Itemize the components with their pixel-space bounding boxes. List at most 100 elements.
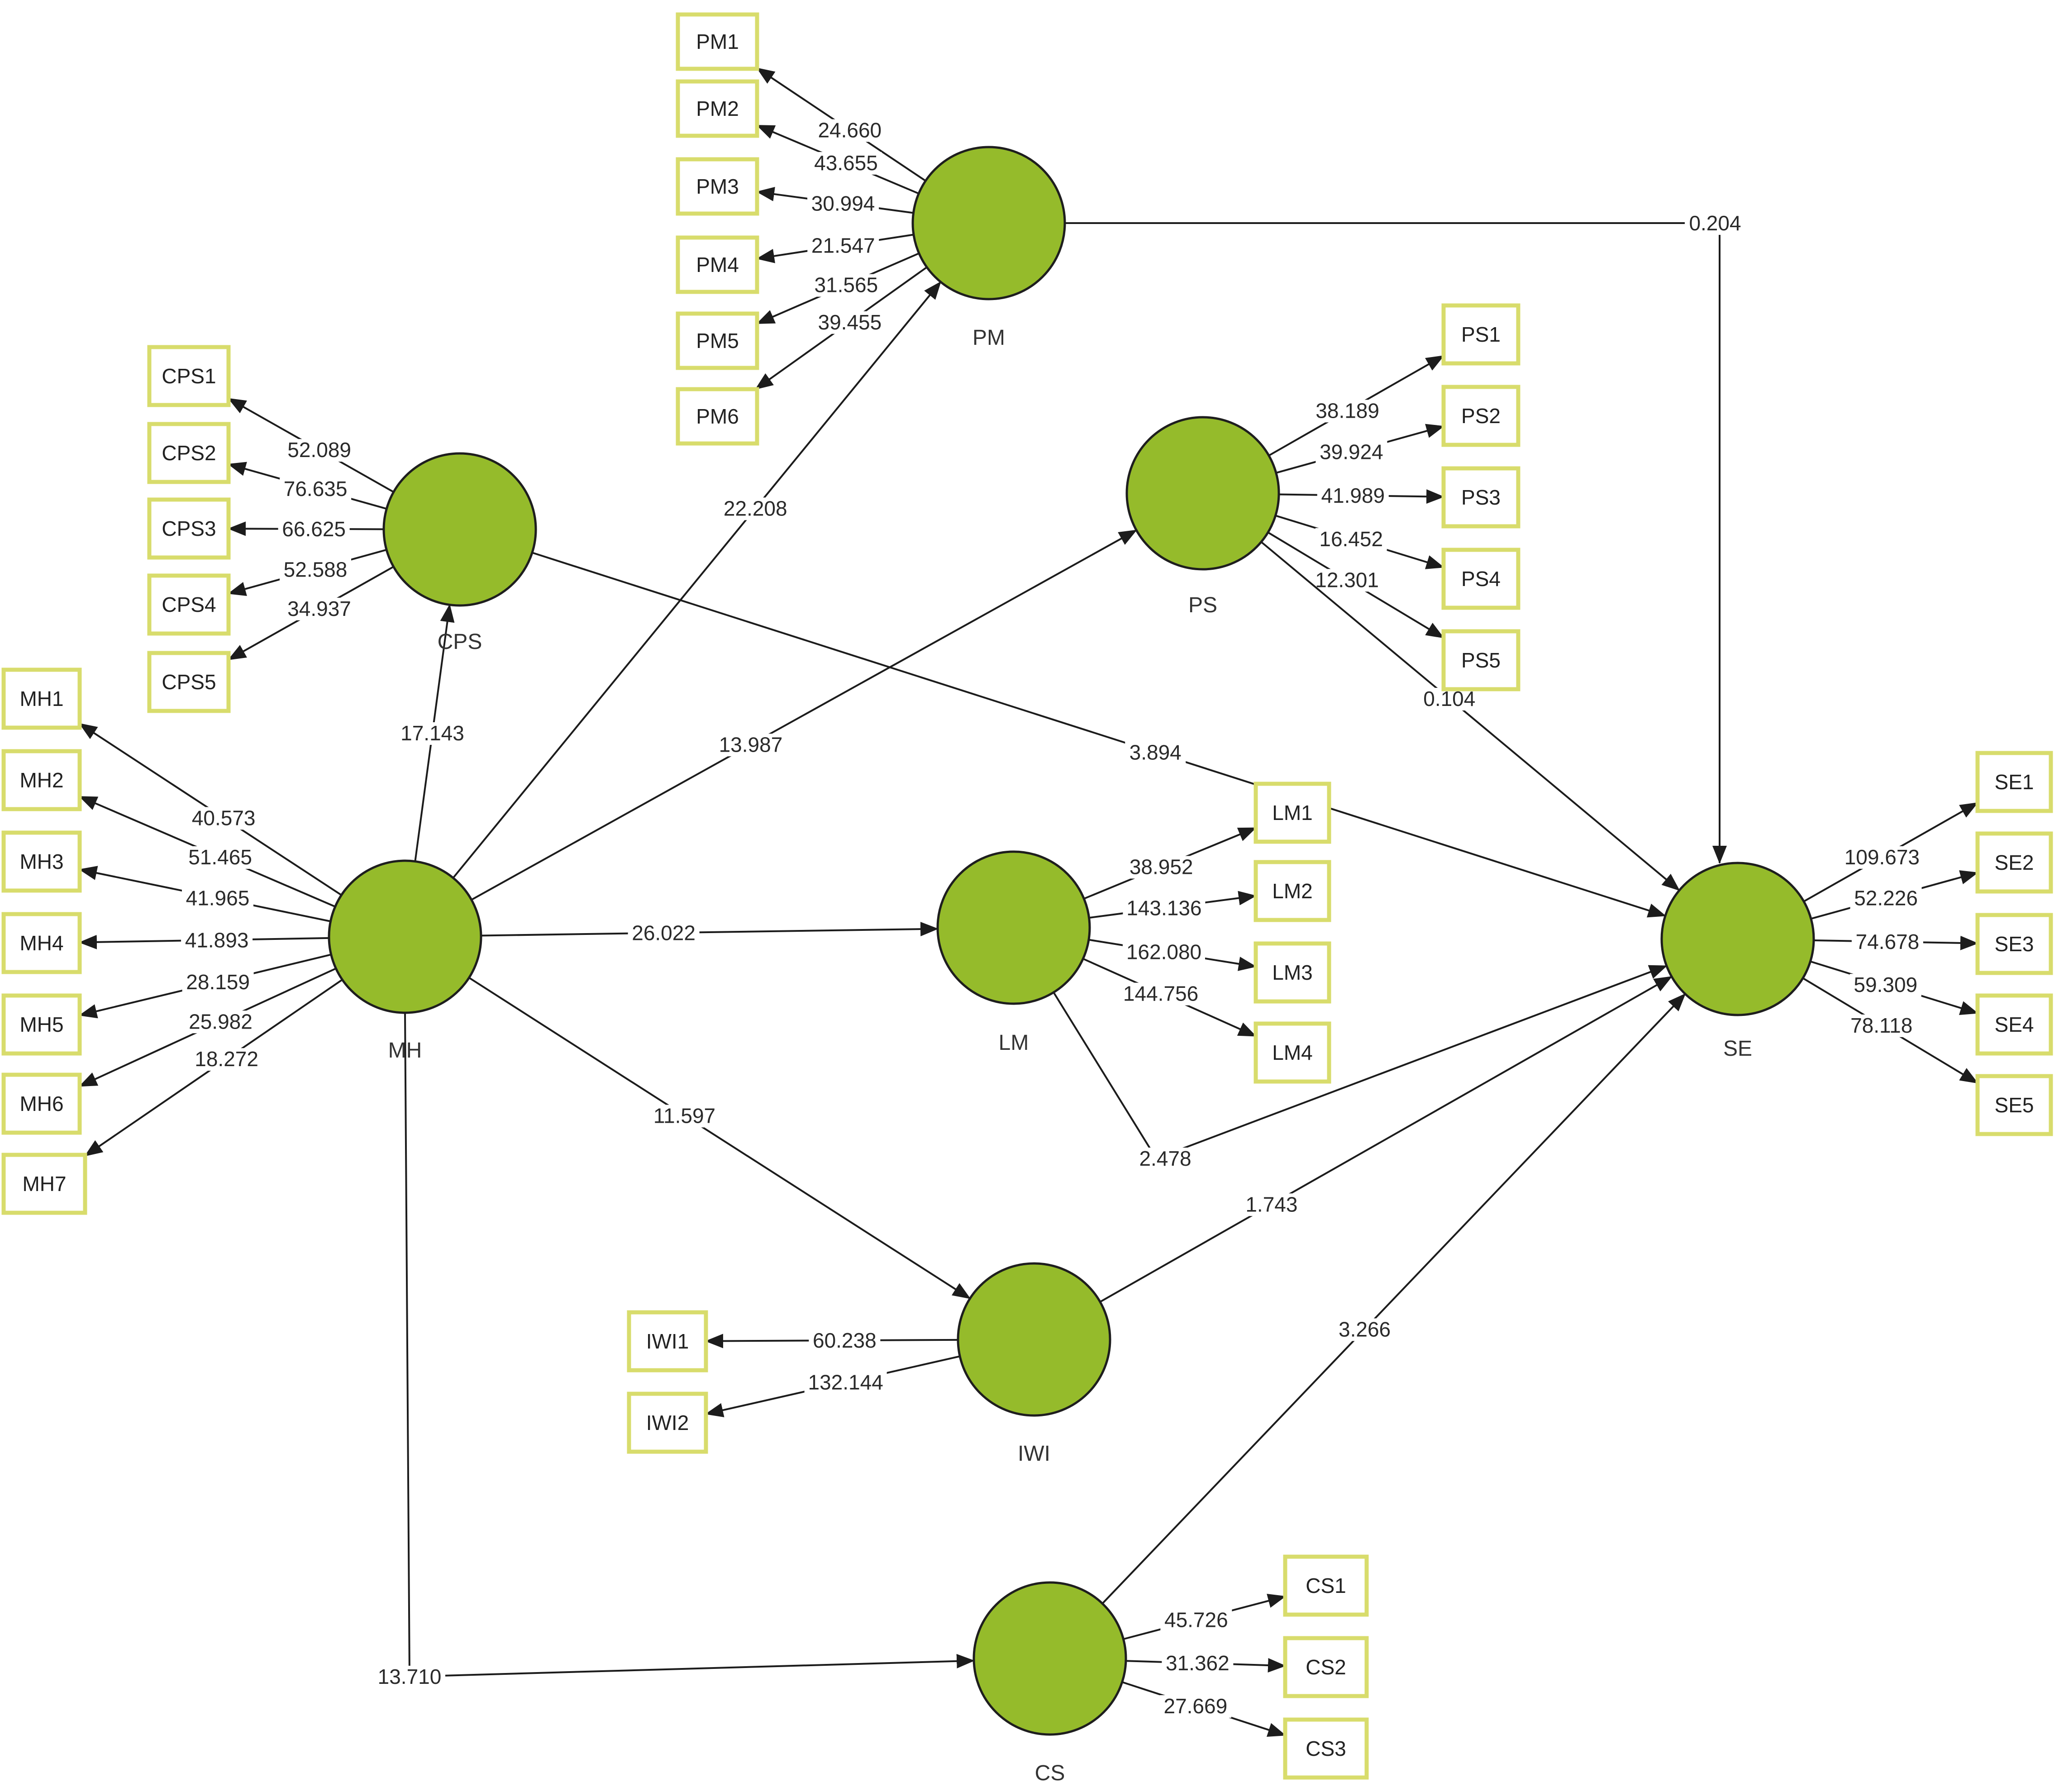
construct-ps[interactable]: PS [1125,416,1280,617]
loading-value-mh7-bg [191,1048,262,1071]
indicator-se4[interactable]: SE4 [1975,993,2053,1056]
indicator-iwi2[interactable]: IWI2 [627,1392,708,1454]
indicator-mh3[interactable]: MH3 [1,830,82,893]
loading-value-mh2-bg [184,846,256,869]
loading-value-mh6: 25.982 [189,1010,253,1033]
loading-value-ps5: 12.301 [1315,568,1379,591]
construct-se[interactable]: SE [1660,862,1815,1061]
indicator-se3[interactable]: SE3 [1975,913,2053,975]
loading-arrow-se4: 59.309 [1810,960,1978,1015]
indicator-box [1254,860,1331,922]
indicator-iwi1[interactable]: IWI1 [627,1310,708,1373]
indicator-pm1[interactable]: PM1 [676,12,759,71]
path-lm-to-se: 2.478 [1053,965,1668,1170]
loading-value-iwi1-bg [809,1330,881,1353]
loading-arrow-ps1: 38.189 [1268,355,1444,457]
indicator-cs3[interactable]: CS3 [1283,1717,1369,1780]
indicator-label: PM3 [696,175,739,198]
indicator-mh5[interactable]: MH5 [1,993,82,1056]
indicator-cs1[interactable]: CS1 [1283,1554,1369,1617]
construct-circle [1125,416,1280,571]
indicator-ps5[interactable]: PS5 [1441,629,1520,691]
indicator-cps5[interactable]: CPS5 [147,651,231,713]
path-iwi-to-se: 1.743 [1100,976,1673,1303]
indicator-mh4[interactable]: MH4 [1,912,82,974]
indicator-lm2[interactable]: LM2 [1254,860,1331,922]
construct-cs[interactable]: CS [972,1581,1127,1785]
indicator-label: PM4 [696,253,739,276]
indicator-label: MH4 [19,931,63,955]
indicator-cps2[interactable]: CPS2 [147,422,231,484]
loading-value-pm2-bg [810,152,882,175]
loading-value-pm3: 30.994 [811,191,875,215]
indicator-label: PS2 [1461,404,1501,428]
construct-iwi[interactable]: IWI [957,1262,1111,1466]
indicator-se5[interactable]: SE5 [1975,1074,2053,1136]
indicator-mh7[interactable]: MH7 [1,1153,87,1215]
indicator-label: PM5 [696,329,739,353]
indicator-mh1[interactable]: MH1 [1,667,82,730]
indicator-pm6[interactable]: PM6 [676,387,759,446]
construct-label: SE [1723,1037,1752,1061]
indicator-label: LM3 [1272,961,1312,984]
path-mh-to-ps: 13.987 [471,529,1137,901]
loading-value-se4: 59.309 [1854,973,1917,996]
indicator-pm4[interactable]: PM4 [676,235,759,294]
loading-value-se1: 109.673 [1845,845,1920,869]
indicator-box [1,993,82,1056]
loading-value-iwi1: 60.238 [813,1329,877,1352]
indicator-cps3[interactable]: CPS3 [147,497,231,560]
loading-arrow-se1: 109.673 [1803,802,1978,902]
indicator-pm5[interactable]: PM5 [676,311,759,370]
indicator-box [1254,1021,1331,1084]
indicator-ps1[interactable]: PS1 [1441,303,1520,366]
indicator-lm1[interactable]: LM1 [1254,782,1331,844]
indicator-ps2[interactable]: PS2 [1441,385,1520,447]
loading-value-mh3-bg [181,887,253,910]
indicator-label: PS4 [1461,567,1501,591]
indicator-se2[interactable]: SE2 [1975,831,2053,894]
indicator-box [1,667,82,730]
indicator-label: MH7 [22,1172,66,1196]
indicator-pm2[interactable]: PM2 [676,79,759,138]
construct-label: LM [999,1031,1029,1055]
loading-value-pm4: 21.547 [811,234,875,257]
indicator-box [676,311,759,370]
construct-pm[interactable]: PM [911,146,1066,350]
loading-value-mh4: 41.893 [185,928,249,952]
indicator-label: SE1 [1995,770,2034,794]
indicator-mh2[interactable]: MH2 [1,749,82,811]
indicator-se1[interactable]: SE1 [1975,751,2053,813]
indicator-pm3[interactable]: PM3 [676,157,759,216]
indicator-box [1441,466,1520,529]
indicator-box [1,912,82,974]
indicator-lm4[interactable]: LM4 [1254,1021,1331,1084]
indicator-label: LM2 [1272,879,1312,903]
path-value-lm-se: 2.478 [1139,1147,1191,1170]
indicator-mh6[interactable]: MH6 [1,1072,82,1135]
path-value-cs-se: 3.266 [1339,1317,1391,1341]
loading-arrow-iwi2: 132.144 [705,1355,960,1417]
loading-arrow-iwi1: 60.238 [705,1329,958,1353]
construct-lm[interactable]: LM [936,850,1091,1055]
indicator-lm3[interactable]: LM3 [1254,941,1331,1004]
loading-value-ps2: 39.924 [1320,440,1383,464]
indicator-cps1[interactable]: CPS1 [147,345,231,407]
indicator-label: PM1 [696,30,739,53]
path-mh-to-pm: 22.208 [452,281,942,879]
construct-cps[interactable]: CPS [382,452,537,654]
indicator-cs2[interactable]: CS2 [1283,1636,1369,1698]
indicator-label: MH3 [19,850,63,873]
indicator-box [1441,303,1520,366]
indicator-box [627,1392,708,1454]
indicator-cps4[interactable]: CPS4 [147,573,231,636]
indicator-ps4[interactable]: PS4 [1441,548,1520,610]
indicator-box [147,345,231,407]
construct-mh[interactable]: MH [328,859,482,1063]
indicator-ps3[interactable]: PS3 [1441,466,1520,529]
indicator-box [1254,941,1331,1004]
path-value-mh-pm-bg [720,497,791,520]
construct-label: IWI [1018,1442,1050,1466]
path-value-pm-se-bg [1685,212,1745,235]
loading-value-se5: 78.118 [1850,1014,1912,1037]
